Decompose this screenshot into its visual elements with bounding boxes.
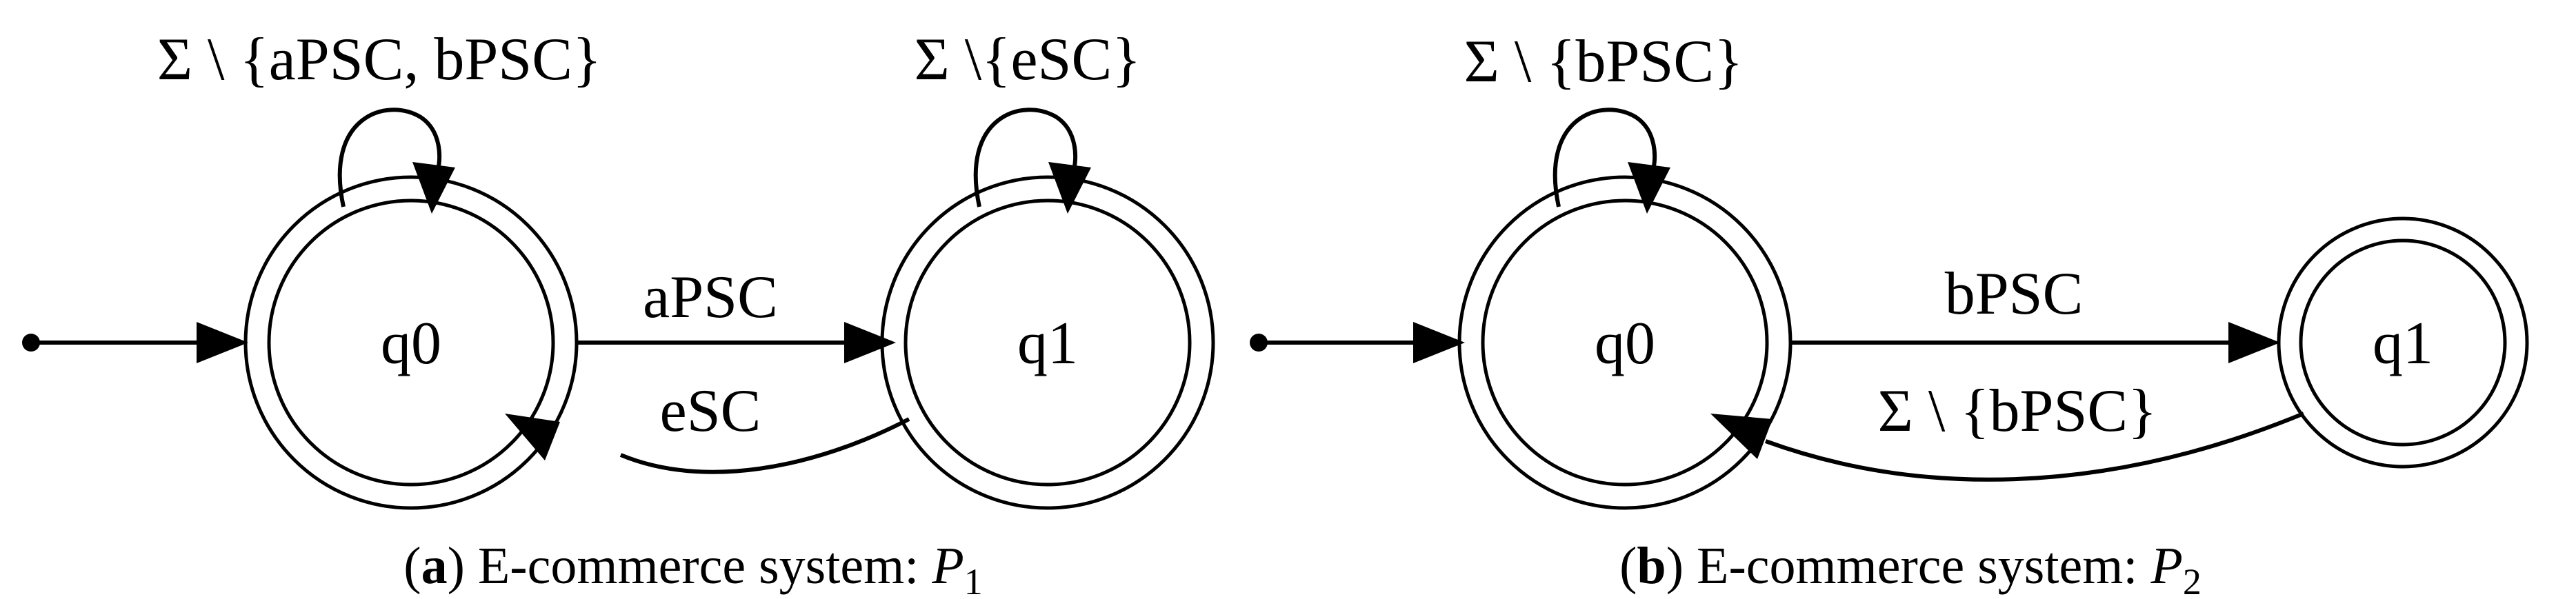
initial-arrowhead-b [1413, 322, 1465, 363]
caption-a: (a) E-commerce system: P1 [403, 537, 983, 599]
self-loop-q0-a [337, 108, 442, 207]
caption-b: (b) E-commerce system: P2 [1619, 537, 2201, 599]
state-label-q1-b: q1 [2373, 310, 2433, 377]
state-q0-a: q0 [243, 175, 579, 510]
edge-label-q0-loop-a: Σ \ {aPSC, bPSC} [157, 26, 601, 93]
edge-q1-q0-a [619, 417, 910, 474]
edge-label-q1-loop-a: Σ \{eSC} [915, 26, 1141, 93]
edge-label-q0-loop-b: Σ \ {bPSC} [1464, 28, 1744, 95]
state-label-q0-b: q0 [1595, 310, 1655, 377]
edge-label-q1-q0-b: Σ \ {bPSC} [1878, 378, 2157, 445]
edge-arrowhead-q0-q1-a [844, 322, 896, 363]
state-q1-b: q1 [2277, 216, 2529, 469]
edge-arrowhead-q1-q0-a [505, 414, 560, 460]
edge-label-q1-q0-a: eSC [660, 378, 761, 445]
state-q1-a: q1 [880, 175, 1215, 510]
self-loop-q1-a [973, 108, 1078, 207]
panel-a: q0 q1 Σ \ {aPSC, bPSC} Σ \{eSC} aPSC eSC… [22, 26, 1215, 599]
panel-b: q0 q1 Σ \ {bPSC} bPSC Σ \ {bPSC} (b) E-c… [1250, 28, 2529, 599]
state-label-q0-a: q0 [381, 310, 441, 377]
self-loop-arrowhead-q1-a [1048, 162, 1091, 214]
initial-arrowhead-a [197, 322, 248, 363]
edge-arrowhead-q1-q0-b [1710, 414, 1773, 459]
state-label-q1-a: q1 [1017, 310, 1078, 377]
state-q0-b: q0 [1457, 175, 1793, 510]
self-loop-arrowhead-q0-b [1628, 162, 1670, 214]
self-loop-arrowhead-q0-a [412, 162, 455, 214]
edge-label-q0-q1-a: aPSC [643, 264, 778, 331]
edge-label-q0-q1-b: bPSC [1945, 261, 2084, 327]
edge-q1-q0-b [1764, 412, 2305, 482]
edge-arrowhead-q0-q1-b [2228, 322, 2280, 363]
self-loop-q0-b [1552, 108, 1657, 207]
